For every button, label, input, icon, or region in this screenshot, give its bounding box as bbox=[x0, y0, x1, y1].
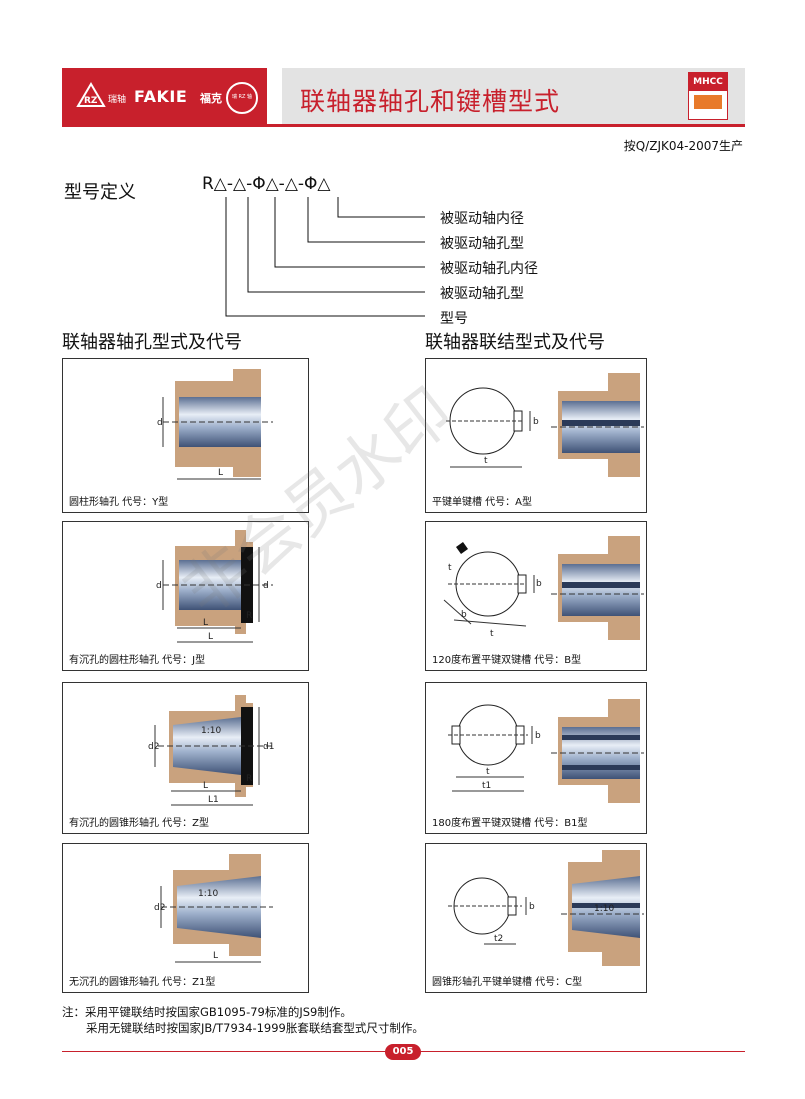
panel-caption: 有沉孔的圆柱形轴孔 代号：J型 bbox=[69, 655, 206, 666]
note-line-1: 注：采用平键联结时按国家GB1095-79标准的JS9制作。 bbox=[62, 1005, 352, 1019]
dim-label: t bbox=[484, 456, 488, 466]
panel-caption: 圆柱形轴孔 代号：Y型 bbox=[69, 497, 169, 508]
dim-label: d2 bbox=[148, 742, 159, 752]
model-def-list: 被驱动轴内径 被驱动轴孔型 被驱动轴孔内径 被驱动轴孔型 型号 bbox=[440, 207, 538, 332]
dim-label: t2 bbox=[494, 934, 503, 944]
model-item: 被驱动轴孔内径 bbox=[440, 261, 538, 277]
dim-label: 1:10 bbox=[201, 726, 221, 736]
bearing-seal-icon: 瑞 RZ 轴 bbox=[226, 82, 258, 114]
panel-caption: 无沉孔的圆锥形轴孔 代号：Z1型 bbox=[69, 977, 216, 988]
panel-z1-type: d2 1:10 L 无沉孔的圆锥形轴孔 代号：Z1型 bbox=[62, 843, 309, 993]
panel-caption: 180度布置平键双键槽 代号：B1型 bbox=[432, 818, 588, 829]
panel-b1-type: b t t1 180度布置平键双键槽 代号：B1型 bbox=[425, 682, 647, 834]
title-bar bbox=[282, 68, 745, 126]
dim-label: t1 bbox=[482, 781, 491, 791]
dim-label: b bbox=[533, 417, 539, 427]
dim-label: L bbox=[203, 618, 208, 628]
dim-label: t bbox=[490, 629, 494, 639]
panel-caption: 平键单键槽 代号：A型 bbox=[432, 497, 533, 508]
dim-label: d2 bbox=[154, 903, 165, 913]
model-def-label: 型号定义 bbox=[64, 182, 136, 203]
panel-z-type: d2 1:10 d1 R L L1 有沉孔的圆锥形轴孔 代号：Z型 bbox=[62, 682, 309, 834]
panel-caption: 有沉孔的圆锥形轴孔 代号：Z型 bbox=[69, 818, 210, 829]
a-type-diagram: t b bbox=[446, 373, 644, 477]
dim-label: R bbox=[246, 611, 252, 621]
rz-logo-icon: RZ bbox=[76, 82, 106, 107]
brand-cn: 瑞轴 bbox=[108, 95, 127, 105]
z-type-diagram: d2 1:10 d1 R L L1 bbox=[148, 695, 274, 806]
panel-b-type: b b t t 120度布置平键双键槽 代号：B型 bbox=[425, 521, 647, 671]
brand-name: FAKIE bbox=[134, 87, 188, 106]
dim-label: 1:10 bbox=[594, 904, 614, 914]
j-type-diagram: d d R L L bbox=[156, 530, 273, 643]
model-item: 被驱动轴孔型 bbox=[440, 286, 524, 302]
model-item: 型号 bbox=[440, 311, 468, 327]
badge-text: MHCC bbox=[689, 73, 727, 91]
dim-label: t bbox=[486, 767, 490, 777]
panel-caption: 120度布置平键双键槽 代号：B型 bbox=[432, 655, 582, 666]
dim-label: d bbox=[156, 581, 162, 591]
dim-label: b bbox=[529, 902, 535, 912]
panel-a-type: t b 平键单键槽 代号：A型 bbox=[425, 358, 647, 513]
b-type-diagram: b b t t bbox=[443, 536, 644, 640]
page-number: 005 bbox=[385, 1044, 421, 1060]
dim-label: d bbox=[157, 418, 163, 428]
svg-text:RZ: RZ bbox=[84, 96, 98, 106]
brand-logo-panel: RZ 瑞轴 FAKIE 福克 瑞 RZ 轴 bbox=[62, 68, 267, 126]
mhcc-badge: MHCC bbox=[688, 72, 728, 120]
dim-label: t bbox=[448, 563, 452, 573]
panel-y-type: d L 圆柱形轴孔 代号：Y型 bbox=[62, 358, 309, 513]
header-rule bbox=[62, 124, 745, 127]
dim-label: L bbox=[203, 781, 208, 791]
b1-type-diagram: b t t1 bbox=[448, 699, 644, 803]
model-leader-lines bbox=[225, 197, 425, 317]
y-type-diagram: d L bbox=[157, 369, 273, 480]
c-type-diagram: b t2 1:10 bbox=[448, 850, 644, 966]
panel-c-type: b t2 1:10 圆锥形轴孔平键单键槽 代号：C型 bbox=[425, 843, 647, 993]
dim-label: d bbox=[263, 581, 269, 591]
panel-j-type: d d R L L 有沉孔的圆柱形轴孔 代号：J型 bbox=[62, 521, 309, 671]
brand-suffix: 福克 bbox=[200, 92, 222, 105]
left-section-title: 联轴器轴孔型式及代号 bbox=[62, 332, 242, 353]
model-code: R△-△-Φ△-△-Φ△ bbox=[202, 174, 331, 194]
dim-label: R bbox=[246, 774, 252, 784]
page-title: 联轴器轴孔和键槽型式 bbox=[300, 87, 561, 116]
dim-label: 1:10 bbox=[198, 889, 218, 899]
seal-text: 瑞 RZ 轴 bbox=[231, 94, 253, 100]
dim-label: L bbox=[213, 951, 218, 961]
dim-label: b bbox=[461, 610, 467, 620]
model-item: 被驱动轴孔型 bbox=[440, 236, 524, 252]
model-item: 被驱动轴内径 bbox=[440, 211, 524, 227]
note-line-2: 采用无键联结时按国家JB/T7934-1999胀套联结套型式尺寸制作。 bbox=[86, 1021, 424, 1035]
right-section-title: 联轴器联结型式及代号 bbox=[425, 332, 605, 353]
dim-label: L bbox=[218, 468, 223, 478]
z1-type-diagram: d2 1:10 L bbox=[154, 854, 273, 963]
panel-caption: 圆锥形轴孔平键单键槽 代号：C型 bbox=[432, 977, 583, 988]
dim-label: b bbox=[535, 731, 541, 741]
standard-text: 按Q/ZJK04-2007生产 bbox=[623, 139, 743, 153]
dim-label: d1 bbox=[263, 742, 274, 752]
dim-label: L1 bbox=[208, 795, 219, 805]
dim-label: b bbox=[536, 579, 542, 589]
dim-label: L bbox=[208, 632, 213, 642]
